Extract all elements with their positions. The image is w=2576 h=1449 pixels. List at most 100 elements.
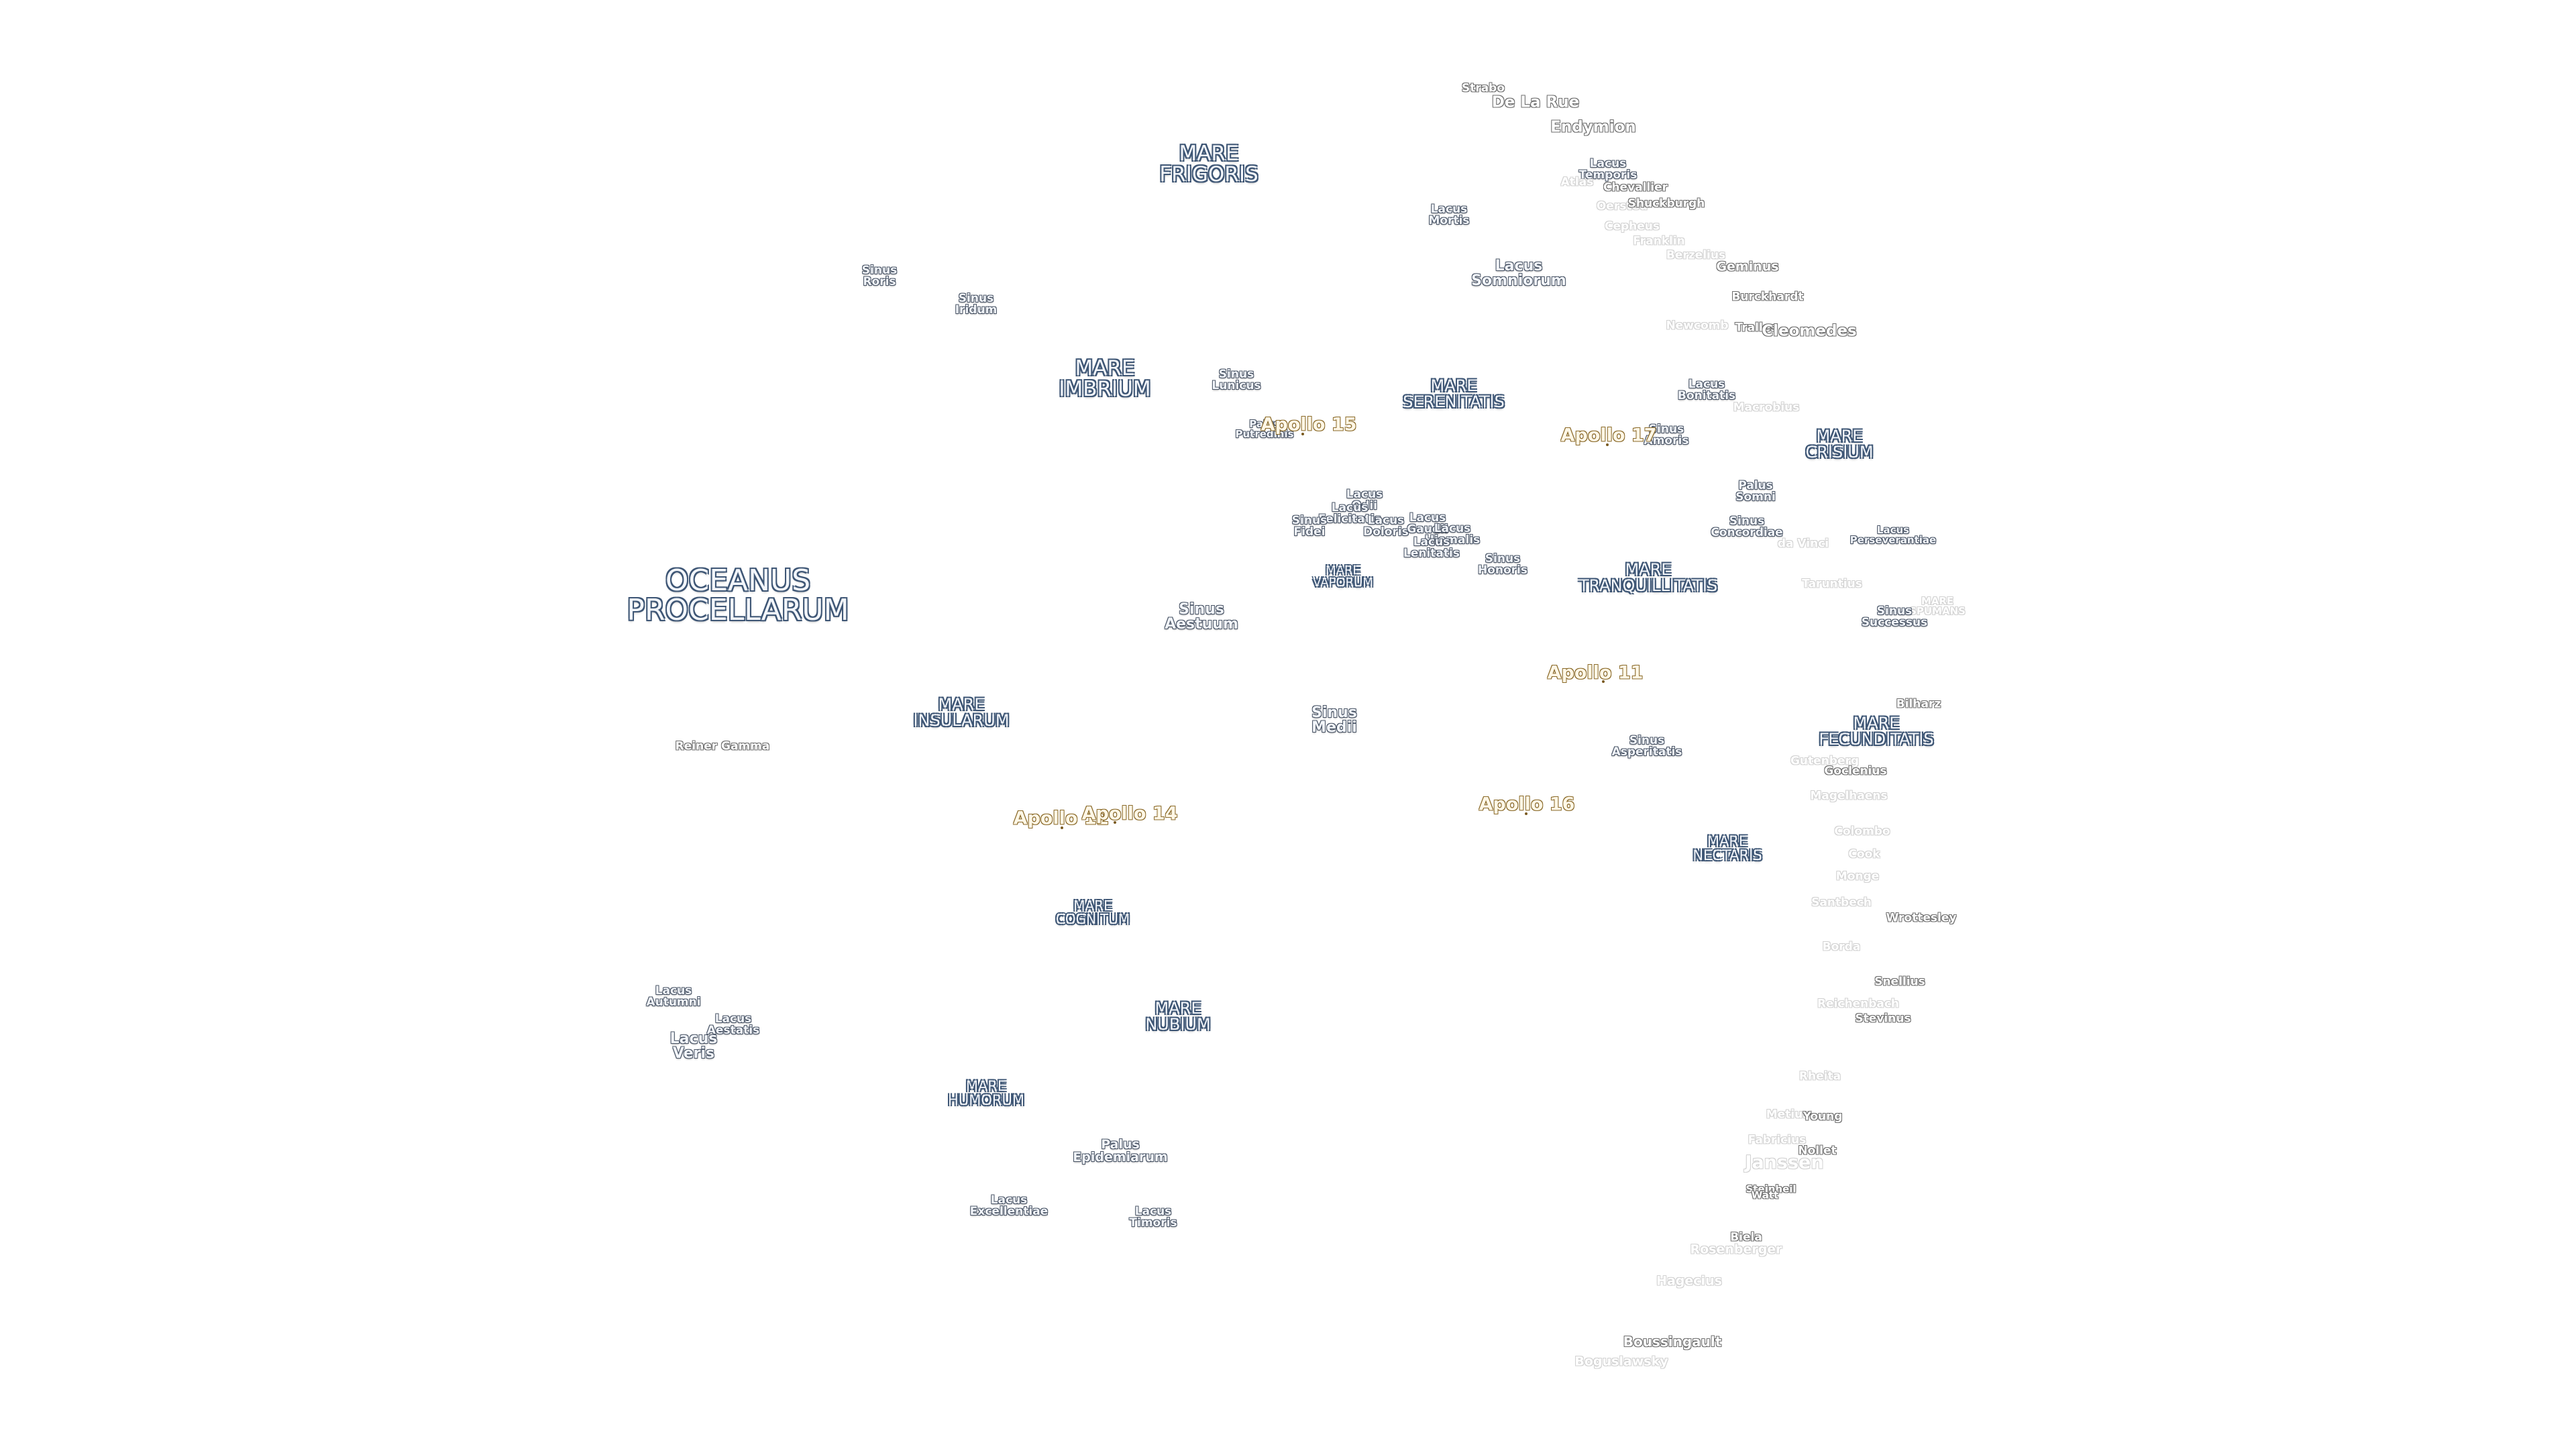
crater-label-boguslawsky: Boguslawsky [1574,1354,1668,1369]
crater-label-bilharz: Bilharz [1896,697,1941,711]
crater-label-shuckburgh: Shuckburgh [1627,197,1705,211]
crater-label-magelhaens: Magelhaens [1810,789,1888,803]
feature-label-palus-epidemiarum: Palus Epidemiarum [1073,1137,1168,1165]
feature-label-sinus-fidei: Sinus Fidei [1291,514,1328,539]
crater-label-biela: Biela [1730,1230,1762,1244]
crater-label-reichenbach: Reichenbach [1817,997,1900,1011]
feature-label-sinus-roris: Sinus Roris [861,264,898,288]
feature-label-lacus-gaudii: Lacus Gaudii [1407,511,1448,536]
crater-label-cleomedes: Cleomedes [1762,322,1857,340]
mare-label-oceanus-procellarum: OCEANUS PROCELLARUM [627,564,849,627]
crater-label-nollet: Nollet [1798,1144,1837,1158]
crater-label-taruntius: Taruntius [1802,577,1862,591]
mare-label-imbrium: MARE IMBRIUM [1059,356,1151,401]
feature-label-palus-putredinis: Palus Putredinis [1235,418,1294,440]
crater-label-stevinus: Stevinus [1855,1012,1911,1026]
feature-label-lacus-veris: Lacus Veris [669,1030,718,1062]
feature-label-lacus-timoris: Lacus Timoris [1129,1205,1177,1230]
crater-label-steinheil: Steinheil [1746,1183,1796,1195]
feature-label-lacus-perseverantiae: Lacus Perseverantiae [1849,524,1937,546]
crater-label-macrobius: Macrobius [1733,400,1800,415]
feature-label-lacus-autumni: Lacus Autumni [646,984,701,1009]
crater-label-strabo: Strabo [1461,81,1505,95]
crater-label-endymion: Endymion [1550,118,1636,136]
feature-label-lacus-odii: Lacus Odii [1346,488,1383,513]
crater-label-cepheus: Cepheus [1604,219,1660,233]
feature-label-sinus-concordiae: Sinus Concordiae [1711,515,1783,539]
landing-site-label-apollo-17: Apollo 17 [1560,425,1657,446]
mare-label-vaporum: MARE VAPORUM [1313,564,1373,590]
landing-site-label-apollo-14: Apollo 14 [1081,803,1178,824]
crater-label-wrottesley: Wrottesley [1886,911,1957,925]
crater-label-metius: Metius [1766,1108,1810,1122]
mare-label-tranquillitatis: MARE TRANQUILLITATIS [1578,560,1718,595]
feature-label-lacus-temporis: Lacus Temporis [1578,157,1638,182]
crater-label-da-vinci: da Vinci [1777,537,1829,551]
mare-label-insularum: MARE INSULARUM [913,695,1010,730]
crater-label-cook: Cook [1848,847,1880,861]
mare-label-spumans: MARE SPUMANS [1909,595,1966,617]
feature-label-sinus-aestuum: Sinus Aestuum [1165,601,1238,633]
landing-site-marker-apollo-11 [1602,680,1605,683]
crater-label-watt: Watt [1751,1189,1779,1201]
crater-label-tralles: Tralles [1735,321,1778,335]
crater-label-geminus: Geminus [1716,259,1779,274]
crater-label-young: Young [1803,1110,1843,1124]
landing-site-label-apollo-12: Apollo 12 [1013,808,1110,829]
crater-label-hagecius: Hagecius [1656,1273,1722,1289]
crater-label-fabricius: Fabricius [1748,1133,1807,1147]
crater-label-colombo: Colombo [1834,824,1890,839]
feature-label-sinus-iridum: Sinus Iridum [955,292,998,317]
crater-label-atlas: Atlas [1560,175,1594,189]
feature-label-sinus-medii: Sinus Medii [1311,704,1357,736]
crater-label-borda: Borda [1822,940,1861,954]
crater-label-franklin: Franklin [1633,234,1685,248]
crater-label-monge: Monge [1835,869,1880,883]
mare-label-nubium: MARE NUBIUM [1145,999,1211,1034]
landing-site-marker-apollo-16 [1525,812,1527,815]
crater-label-goclenius: Goclenius [1824,764,1887,778]
crater-label-de-la-rue: De La Rue [1491,93,1580,111]
crater-label-oersted: Oersted [1596,199,1648,213]
crater-label-reiner-gamma: Reiner Gamma [675,739,770,753]
landing-site-label-apollo-16: Apollo 16 [1479,794,1575,815]
feature-label-lacus-lenitatis: Lacus Lenitatis [1403,535,1460,560]
feature-label-lacus-somniorum: Lacus Somniorum [1471,258,1566,289]
feature-label-sinus-lunicus: Sinus Lunicus [1212,368,1261,392]
crater-label-newcomb: Newcomb [1666,319,1729,333]
landing-site-marker-apollo-15 [1301,433,1304,435]
feature-label-sinus-amoris: Sinus Amoris [1644,423,1689,447]
feature-label-lacus-mortis: Lacus Mortis [1428,203,1470,227]
crater-label-rosenberger: Rosenberger [1690,1242,1782,1257]
crater-label-boussingault: Boussingault [1623,1334,1722,1350]
feature-label-palus-somni: Palus Somni [1735,479,1776,504]
feature-label-lacus-aestatis: Lacus Aestatis [706,1012,760,1037]
mare-label-humorum: MARE HUMORUM [948,1078,1024,1108]
landing-site-marker-apollo-12 [1061,826,1063,829]
feature-label-sinus-asperitatis: Sinus Asperitatis [1611,734,1682,759]
crater-label-janssen: Janssen [1745,1152,1824,1173]
mare-label-crisium: MARE CRISIUM [1805,427,1874,462]
crater-label-santbech: Santbech [1811,896,1872,910]
feature-label-sinus-successus: Sinus Successus [1861,604,1928,629]
feature-label-sinus-honoris: Sinus Honoris [1477,552,1528,577]
crater-label-rheita: Rheita [1799,1069,1841,1083]
crater-label-chevallier: Chevallier [1603,180,1668,195]
landing-site-marker-apollo-14 [1114,821,1116,824]
feature-label-lacus-doloris: Lacus Doloris [1363,514,1409,539]
crater-label-snellius: Snellius [1874,975,1925,989]
crater-label-berzelius: Berzelius [1666,248,1726,262]
mare-label-serenitatis: MARE SERENITATIS [1403,376,1505,411]
mare-label-frigoris: MARE FRIGORIS [1159,142,1258,186]
landing-site-label-apollo-15: Apollo 15 [1260,414,1357,435]
landing-site-label-apollo-11: Apollo 11 [1547,662,1644,684]
feature-label-lacus-hiemalis: Lacus Hiemalis [1424,522,1481,547]
feature-label-lacus-bonitatis: Lacus Bonitatis [1677,378,1736,402]
mare-label-nectaris: MARE NECTARIS [1693,833,1762,863]
feature-label-lacus-excellentiae: Lacus Excellentiae [969,1193,1049,1218]
crater-label-gutenberg: Gutenberg [1790,754,1860,768]
mare-label-cognitum: MARE COGNITUM [1055,898,1130,927]
feature-label-lacus-felicitatis: Lacus Felicitatis [1318,501,1381,526]
mare-label-fecunditatis: MARE FECUNDITATIS [1819,714,1934,749]
